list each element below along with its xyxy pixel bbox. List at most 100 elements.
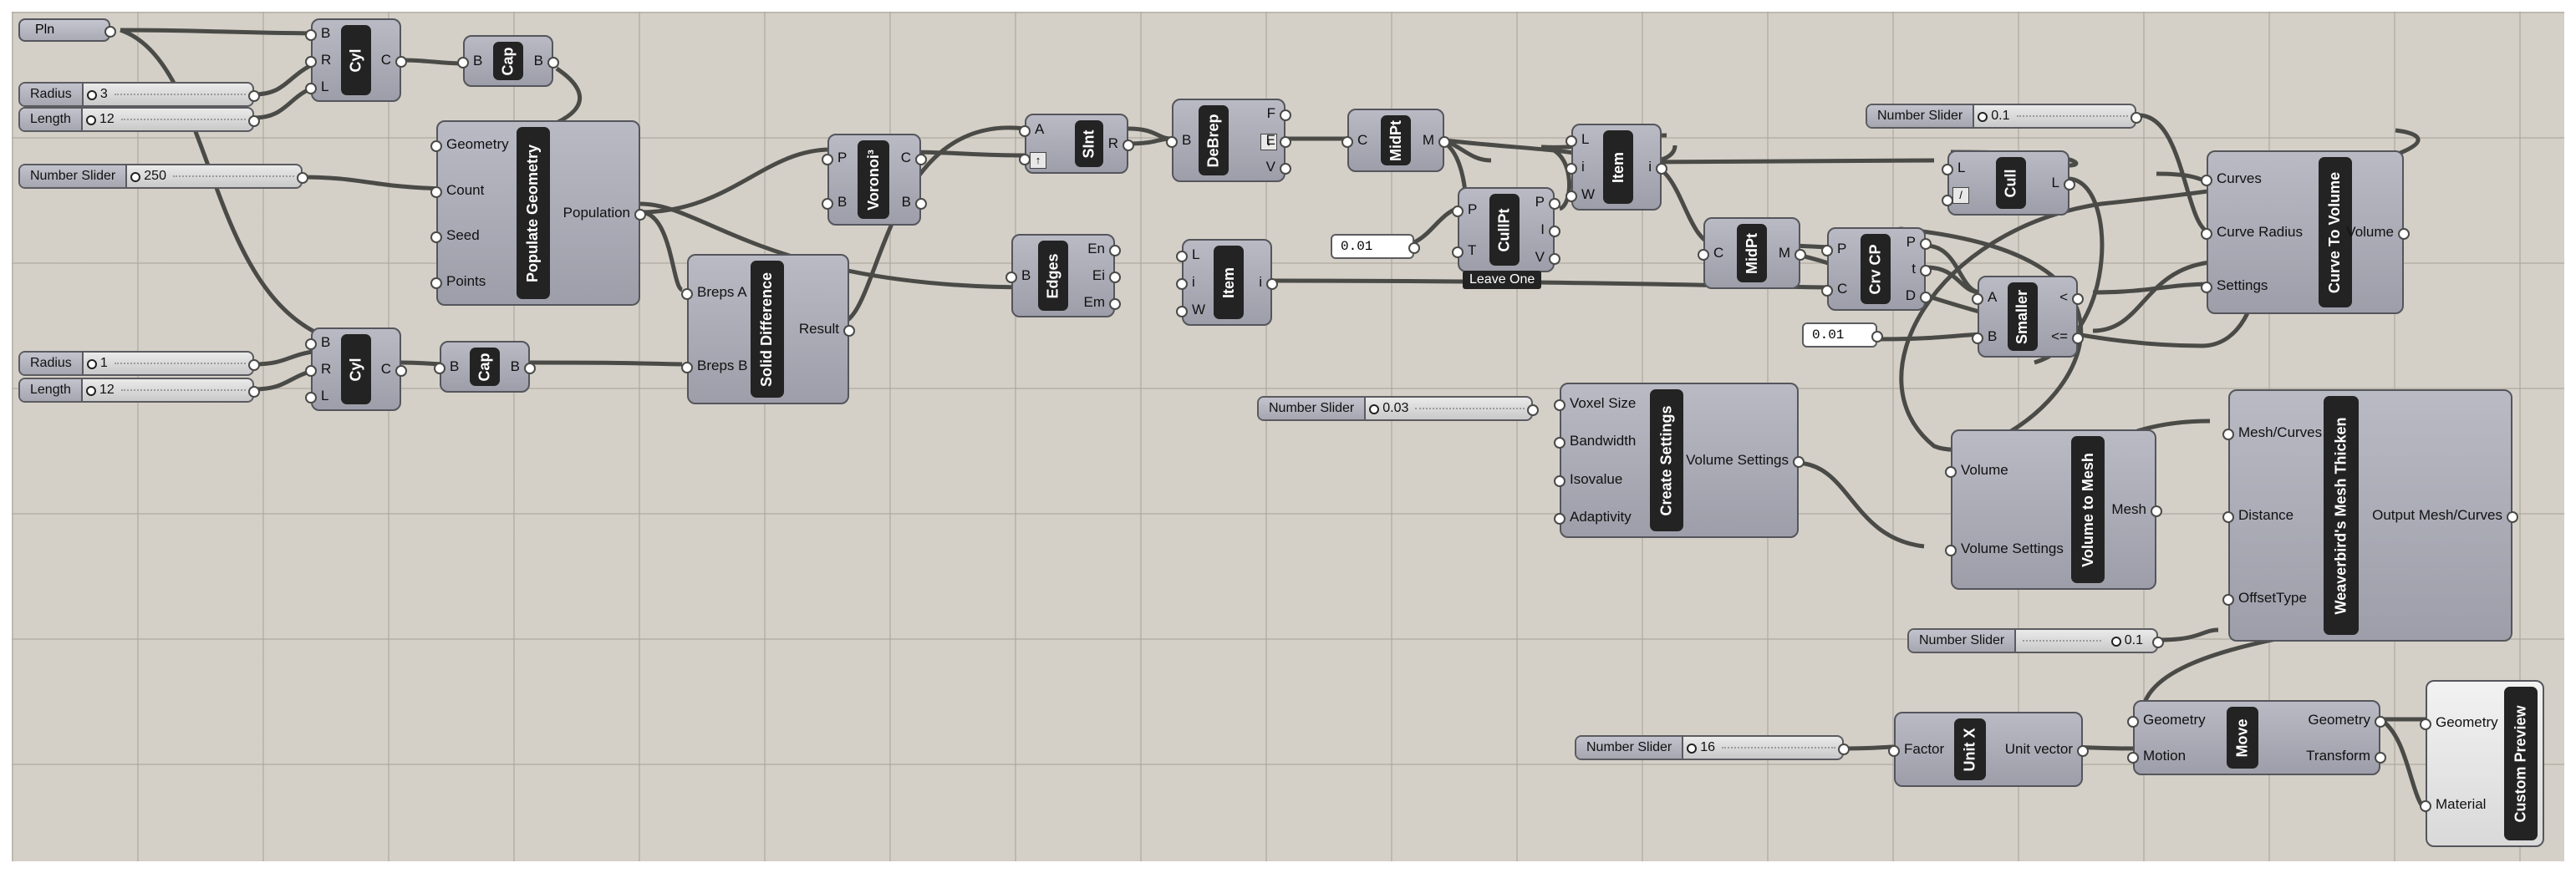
input-offset-type[interactable]: OffsetType <box>2222 590 2330 607</box>
output-em[interactable]: Em <box>1076 294 1121 311</box>
input-volume[interactable]: Volume <box>1945 462 2072 479</box>
input-adaptivity[interactable]: Adaptivity <box>1553 509 1644 525</box>
output-t[interactable]: t <box>1897 261 1932 277</box>
tolerance-panel-2[interactable]: 0.01 <box>1802 322 1883 348</box>
slider-track[interactable] <box>1722 747 1835 749</box>
output-en[interactable]: En <box>1076 241 1121 257</box>
output-v[interactable]: V <box>1527 249 1561 266</box>
input-b[interactable]: B <box>456 53 491 69</box>
input-points[interactable]: Points <box>430 273 517 290</box>
input-l[interactable]: L <box>1941 160 1975 176</box>
input-w[interactable]: W <box>1565 186 1603 203</box>
input-i[interactable]: i <box>1175 274 1214 291</box>
input-factor[interactable]: Factor <box>1887 741 1952 758</box>
output-c[interactable]: C <box>893 150 928 166</box>
unit-x-component[interactable]: Factor Unit X Unit vector <box>1887 712 2090 787</box>
output-b[interactable]: B <box>502 358 537 375</box>
output-mesh-curves[interactable]: Output Mesh/Curves <box>2364 507 2518 524</box>
output-m[interactable]: M <box>1414 132 1451 149</box>
output-population[interactable]: Population <box>555 205 647 221</box>
input-motion[interactable]: Motion <box>2127 748 2214 764</box>
input-w[interactable]: W <box>1175 302 1214 318</box>
output-i[interactable]: i <box>1640 159 1667 175</box>
input-geometry[interactable]: Geometry <box>2127 712 2214 728</box>
cap-component-2[interactable]: B Cap B <box>433 341 537 393</box>
output-less[interactable]: < <box>2043 289 2084 306</box>
output-l[interactable]: L <box>2044 175 2076 191</box>
input-settings[interactable]: Settings <box>2201 277 2311 294</box>
input-geometry[interactable]: Geometry <box>430 136 517 153</box>
input-b[interactable]: B <box>304 25 339 42</box>
output-b[interactable]: B <box>526 53 560 69</box>
input-distance[interactable]: Distance <box>2222 507 2330 524</box>
slider-track[interactable] <box>120 389 246 391</box>
output-b[interactable]: B <box>893 194 928 211</box>
input-l[interactable]: L <box>1565 131 1603 148</box>
output-f[interactable]: F <box>1258 105 1292 122</box>
input-b[interactable]: B <box>1005 267 1039 284</box>
length-slider-2[interactable]: Length 12 <box>18 378 260 403</box>
input-l[interactable]: L <box>304 79 339 95</box>
input-seed[interactable]: Seed <box>430 227 517 244</box>
output-r[interactable]: R <box>1100 135 1135 152</box>
input-b[interactable]: B <box>1165 132 1199 149</box>
input-material[interactable]: Material <box>2420 796 2507 813</box>
radius-slider-1[interactable]: Radius 3 <box>18 82 260 107</box>
input-b[interactable]: B <box>1971 328 2005 345</box>
slider-track[interactable] <box>172 175 294 177</box>
distance-slider[interactable]: Number Slider 0.1 <box>1907 628 2164 653</box>
slider-track[interactable] <box>114 363 246 364</box>
input-t[interactable]: T <box>1451 242 1485 259</box>
output-transform[interactable]: Transform <box>2298 748 2386 764</box>
input-volume-settings[interactable]: Volume Settings <box>1945 541 2072 557</box>
voxel-size-slider[interactable]: Number Slider 0.03 <box>1257 396 1539 421</box>
input-curves[interactable]: Curves <box>2201 170 2311 187</box>
length-slider-1[interactable]: Length 12 <box>18 107 260 132</box>
input-curve-radius[interactable]: Curve Radius <box>2201 224 2311 241</box>
input-breps-b[interactable]: Breps B <box>680 358 756 374</box>
input-count[interactable]: Count <box>430 182 517 199</box>
output-ei[interactable]: Ei <box>1076 267 1121 284</box>
midpt-component-2[interactable]: C MidPt M <box>1697 217 1807 289</box>
pln-param[interactable]: Pln <box>18 18 116 42</box>
input-p[interactable]: P <box>1820 241 1856 257</box>
input-l[interactable]: L <box>304 388 339 404</box>
output-c[interactable]: C <box>373 52 408 69</box>
input-isovalue[interactable]: Isovalue <box>1553 471 1644 488</box>
slider-track[interactable] <box>114 94 246 95</box>
input-r[interactable]: R <box>304 361 339 378</box>
input-p[interactable]: P <box>821 150 855 166</box>
input-b[interactable]: B <box>433 358 467 375</box>
input-l[interactable]: L <box>1175 246 1214 263</box>
input-geometry[interactable]: Geometry <box>2420 714 2507 731</box>
slider-track[interactable] <box>2023 640 2101 642</box>
output-mesh[interactable]: Mesh <box>2103 501 2162 518</box>
slider-track[interactable] <box>120 119 246 120</box>
input-b[interactable]: B <box>304 334 339 351</box>
input-c[interactable]: C <box>1697 245 1732 261</box>
input-i[interactable]: i <box>1565 159 1603 175</box>
output-d[interactable]: D <box>1897 287 1932 304</box>
output-geometry[interactable]: Geometry <box>2298 712 2386 728</box>
output-i[interactable]: i <box>1250 274 1278 291</box>
slider-track[interactable] <box>1415 408 1525 409</box>
output-c[interactable]: C <box>373 361 408 378</box>
tolerance-panel-1[interactable]: 0.01 <box>1331 234 1420 259</box>
count-slider[interactable]: Number Slider 250 <box>18 164 308 189</box>
output-volume-settings[interactable]: Volume Settings <box>1677 452 1805 469</box>
input-breps-a[interactable]: Breps A <box>680 284 756 301</box>
